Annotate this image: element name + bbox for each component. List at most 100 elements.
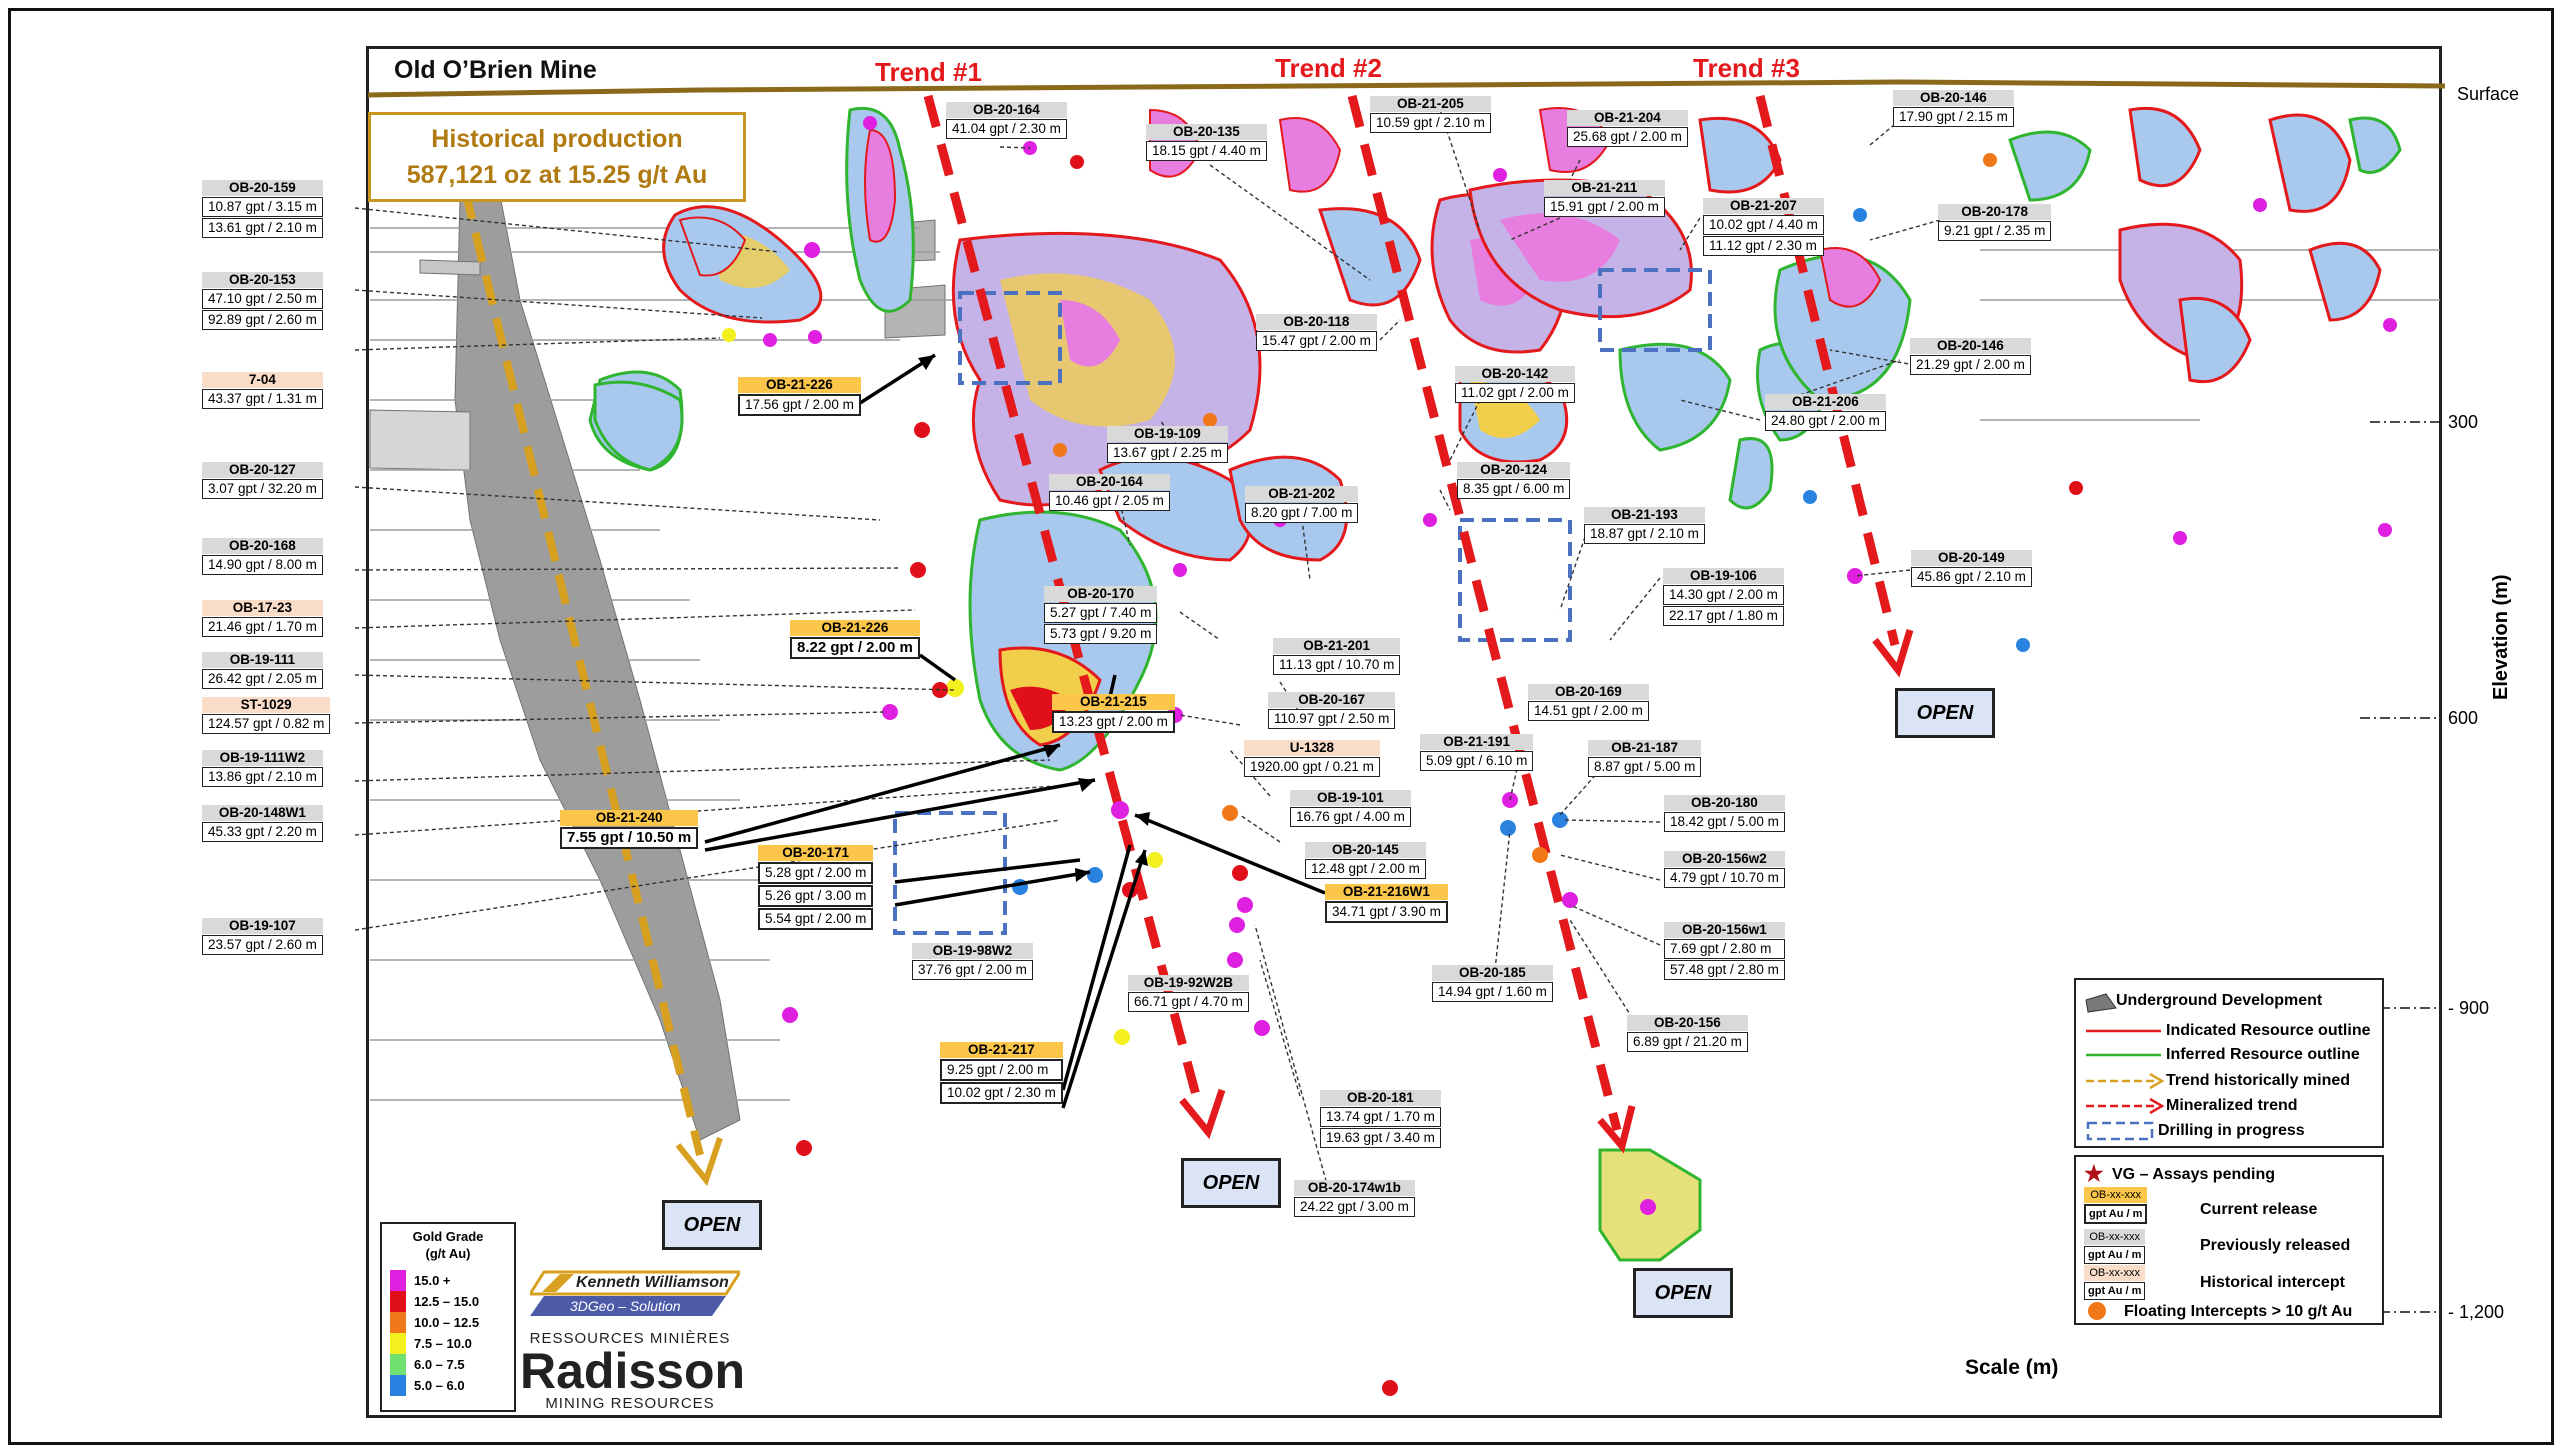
floating-intercepts [722,116,2397,1396]
vg-star-icon: ★ [2084,1161,2104,1186]
grade-swatch [390,1312,406,1333]
intercept-value: 10.02 gpt / 2.30 m [940,1082,1063,1104]
hole-id: OB-20-156w1 [1664,922,1785,938]
intercept-value: 5.54 gpt / 2.00 m [758,908,874,930]
intercept-value: 18.87 gpt / 2.10 m [1584,524,1705,544]
grade-legend-row: 10.0 – 12.5 [382,1312,514,1333]
intercept-value: 13.86 gpt / 2.10 m [202,767,323,787]
legend-vg: VG – Assays pending [2112,1166,2276,1183]
grade-legend-title-2: (g/t Au) [425,1246,471,1261]
intercept-value: 6.89 gpt / 21.20 m [1627,1032,1748,1052]
grade-swatch [390,1354,406,1375]
radisson-logo: RESSOURCES MINIÈRES Radisson MINING RESO… [520,1330,745,1414]
elev-tick-900: - 900 [2448,998,2490,1018]
intercept-value: 47.10 gpt / 2.50 m [202,289,323,309]
trend-2-label: Trend #2 [1275,53,1382,83]
grade-swatch [390,1270,406,1291]
hole-id: OB-21-205 [1370,96,1491,112]
surface-label: Surface [2457,84,2520,104]
intercept-value: 24.80 gpt / 2.00 m [1765,411,1886,431]
mine-name: Old O’Brien Mine [394,56,597,84]
intercept-value: 10.02 gpt / 4.40 m [1703,215,1824,235]
grade-range: 7.5 – 10.0 [414,1336,472,1351]
hole-id: OB-20-185 [1432,965,1553,981]
trend-mined-arrowhead [675,1137,723,1187]
hole-id: OB-20-178 [1938,204,2052,220]
intercept-value: 34.71 gpt / 3.90 m [1325,901,1448,923]
trend-1-label: Trend #1 [875,57,982,87]
legend-inferred: Inferred Resource outline [2166,1046,2360,1063]
intercept-value: 11.02 gpt / 2.00 m [1455,383,1575,403]
intercept-value: 92.89 gpt / 2.60 m [202,310,323,330]
legend-symbols [2085,993,2165,1141]
legend-previous: Previously released [2200,1237,2351,1254]
leader-lines [354,109,1941,1196]
intercept-value: 13.67 gpt / 2.25 m [1107,443,1228,463]
current-release-arrows [704,353,1326,1109]
grade-legend-row: 7.5 – 10.0 [382,1333,514,1354]
grade-legend-row: 5.0 – 6.0 [382,1375,514,1396]
legend-mineralized: Mineralized trend [2166,1097,2298,1114]
intercept-value: 24.22 gpt / 3.00 m [1294,1197,1415,1217]
intercept-value: 18.15 gpt / 4.40 m [1146,141,1267,161]
hole-id: OB-19-101 [1290,790,1411,806]
intercept-value: 10.46 gpt / 2.05 m [1049,491,1170,511]
hole-id: OB-19-109 [1107,426,1228,442]
hole-id: OB-20-180 [1664,795,1785,811]
hole-id: OB-20-145 [1305,842,1426,858]
drilling-in-progress [893,268,1712,935]
kw-logo-graphic [527,1270,743,1316]
intercept-value: 19.63 gpt / 3.40 m [1320,1128,1441,1148]
grade-swatch [390,1333,406,1354]
intercept-value: 13.23 gpt / 2.00 m [1052,711,1175,733]
mineralized-trend-arrowheads [1179,628,1914,1154]
intercept-value: 16.76 gpt / 4.00 m [1290,807,1411,827]
hole-id: OB-21-201 [1273,638,1401,654]
hole-id: OB-19-92W2B [1128,975,1249,991]
hole-id: OB-21-193 [1584,507,1705,523]
intercept-value: 8.87 gpt / 5.00 m [1588,757,1702,777]
legend-underground: Underground Development [2116,992,2323,1009]
hole-id: OB-21-226 [738,377,861,393]
grade-legend-row: 6.0 – 7.5 [382,1354,514,1375]
intercept-value: 13.74 gpt / 1.70 m [1320,1107,1441,1127]
hole-id: OB-21-187 [1588,740,1702,756]
intercept-value: 43.37 gpt / 1.31 m [202,389,323,409]
intercept-value: 23.57 gpt / 2.60 m [202,935,323,955]
intercept-value: 15.91 gpt / 2.00 m [1544,197,1665,217]
historical-production-box: Historical production 587,121 oz at 15.2… [368,112,746,202]
floating-intercept-icon [2088,1302,2106,1320]
intercept-value: 5.27 gpt / 7.40 m [1044,603,1158,623]
intercept-value: 37.76 gpt / 2.00 m [912,960,1033,980]
grade-swatch [390,1375,406,1396]
intercept-value: 57.48 gpt / 2.80 m [1664,960,1785,980]
hole-id: OB-20-148W1 [202,805,323,821]
intercept-value: 26.42 gpt / 2.05 m [202,669,323,689]
hole-id: OB-20-170 [1044,586,1158,602]
intercept-value: 5.26 gpt / 3.00 m [758,885,874,907]
kw-line-1: Kenneth Williamson [576,1274,729,1291]
symbol-legend: Underground Development Indicated Resour… [2074,978,2384,1148]
intercept-value: 10.87 gpt / 3.15 m [202,197,323,217]
intercept-value: 1920.00 gpt / 0.21 m [1244,757,1380,777]
